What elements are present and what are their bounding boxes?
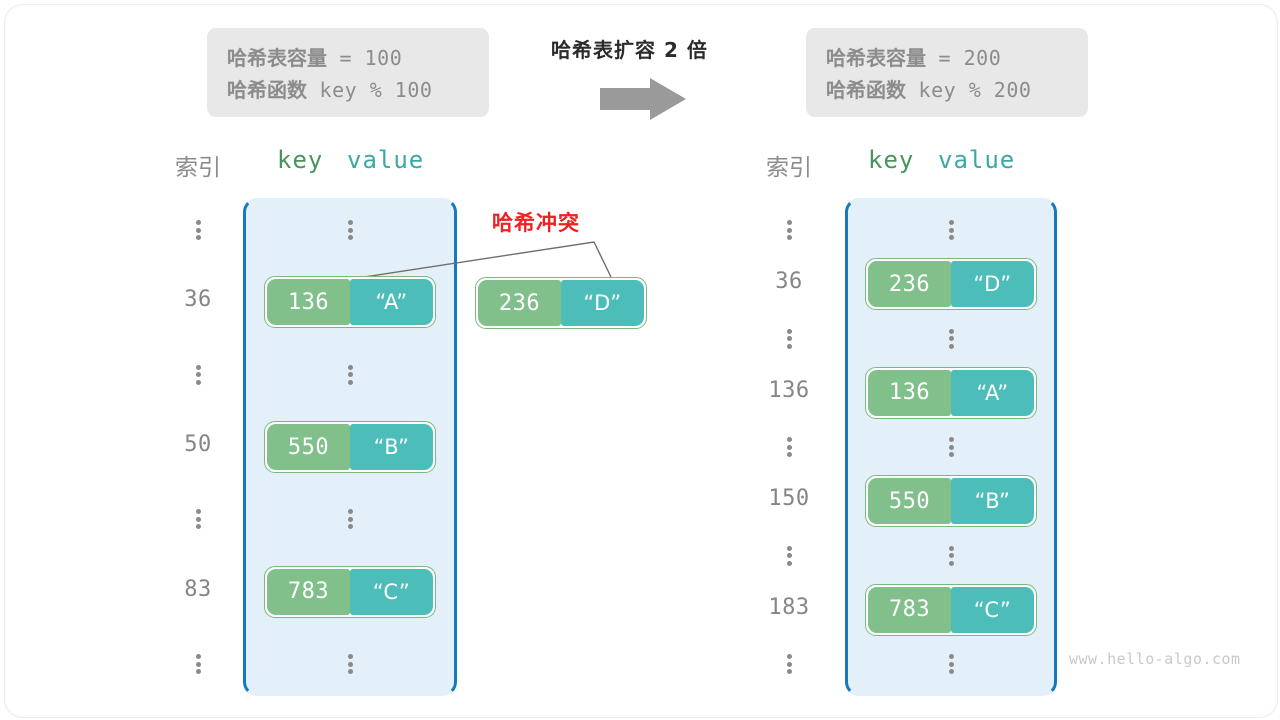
right-entry-key: 783 [868, 586, 951, 633]
right-entry-pair: 550“B” [865, 475, 1037, 528]
ellipsis-dots [744, 328, 834, 349]
left-entry-pair: 136“A” [264, 276, 436, 329]
left-entry-value: “C” [350, 568, 433, 615]
left-index-ellipsis [153, 364, 243, 385]
right-entry-value: “A” [951, 369, 1034, 416]
resize-arrow [600, 78, 686, 124]
left-header-value: value [347, 146, 425, 174]
right-header-index: 索引 [766, 155, 812, 181]
right-hash-line: 哈希函数 key % 200 [826, 74, 1068, 106]
right-entry-pair: 136“A” [865, 366, 1037, 419]
ellipsis-dots [744, 654, 834, 674]
ellipsis-dots [153, 364, 243, 385]
left-ellipsis-dots [347, 364, 353, 385]
right-info-box: 哈希表容量 = 200 哈希函数 key % 200 [806, 28, 1088, 117]
watermark: www.hello-algo.com [1069, 650, 1241, 668]
left-ellipsis-dots [347, 220, 353, 240]
right-index-ellipsis [744, 545, 834, 566]
left-index-label: 50 [184, 432, 212, 457]
right-index-label: 136 [768, 377, 810, 403]
left-entry-pair: 550“B” [264, 421, 436, 473]
right-entry-value: “B” [951, 478, 1034, 525]
right-entry-pair: 783“C” [865, 583, 1037, 636]
left-index-ellipsis [153, 509, 243, 530]
collision-label: 哈希冲突 [492, 211, 580, 235]
left-ellipsis-dots [347, 654, 353, 674]
right-ellipsis-dots [948, 545, 954, 566]
left-header-key: key [277, 146, 324, 174]
overflow-entry-key: 236 [478, 280, 561, 326]
right-ellipsis-dots [948, 654, 954, 674]
left-capacity-expr: = 100 [327, 46, 403, 70]
right-header-key: key [868, 146, 915, 174]
right-index-ellipsis [744, 220, 834, 240]
left-capacity-line: 哈希表容量 = 100 [227, 42, 469, 74]
left-entry-key: 136 [267, 279, 350, 326]
left-entry-value: “A” [350, 279, 433, 326]
right-capacity-expr: = 200 [926, 46, 1002, 70]
right-index-label: 36 [775, 269, 803, 295]
right-ellipsis-dots [948, 437, 954, 457]
ellipsis-dots [153, 220, 243, 240]
left-entry-value: “B” [350, 424, 433, 470]
right-entry-value: “D” [951, 261, 1034, 308]
right-entry-pair: 236“D” [865, 258, 1037, 311]
overflow-entry-value: “D” [561, 280, 644, 326]
left-index-label: 36 [184, 287, 212, 313]
right-header-value: value [938, 146, 1016, 174]
right-capacity-line: 哈希表容量 = 200 [826, 42, 1068, 74]
transform-title: 哈希表扩容 2 倍 [551, 38, 708, 62]
ellipsis-dots [744, 545, 834, 566]
left-hash-line: 哈希函数 key % 100 [227, 74, 469, 106]
right-entry-key: 550 [868, 478, 951, 525]
left-header-index: 索引 [175, 155, 221, 181]
right-index-ellipsis [744, 328, 834, 349]
ellipsis-dots [744, 437, 834, 457]
right-index-ellipsis [744, 654, 834, 674]
left-entry-pair: 783“C” [264, 565, 436, 618]
right-index-ellipsis [744, 437, 834, 457]
left-hash-label: 哈希函数 [227, 78, 307, 102]
ellipsis-dots [153, 509, 243, 530]
left-info-box: 哈希表容量 = 100 哈希函数 key % 100 [207, 28, 489, 117]
right-entry-key: 136 [868, 369, 951, 416]
left-index-ellipsis [153, 220, 243, 240]
left-hash-expr: key % 100 [307, 78, 433, 102]
right-entry-value: “C” [951, 586, 1034, 633]
right-index-label: 150 [768, 486, 810, 512]
left-index-label: 83 [184, 576, 212, 602]
right-ellipsis-dots [948, 328, 954, 349]
left-index-ellipsis [153, 654, 243, 674]
ellipsis-dots [744, 220, 834, 240]
left-capacity-label: 哈希表容量 [227, 46, 327, 70]
right-entry-key: 236 [868, 261, 951, 308]
right-ellipsis-dots [948, 220, 954, 240]
right-hash-label: 哈希函数 [826, 78, 906, 102]
right-index-label: 183 [768, 594, 810, 620]
right-capacity-label: 哈希表容量 [826, 46, 926, 70]
left-entry-key: 550 [267, 424, 350, 470]
left-ellipsis-dots [347, 509, 353, 530]
left-entry-key: 783 [267, 568, 350, 615]
overflow-entry-pair: 236 “D” [475, 277, 647, 329]
ellipsis-dots [153, 654, 243, 674]
right-hash-expr: key % 200 [906, 78, 1032, 102]
